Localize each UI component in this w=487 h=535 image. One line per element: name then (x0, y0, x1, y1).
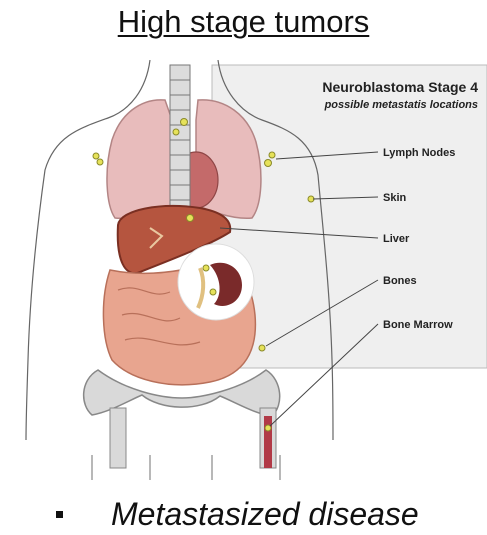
left-femur (110, 408, 126, 468)
slide-title: High stage tumors (0, 4, 487, 40)
bullet-point: Metastasized disease (56, 494, 419, 534)
label-bone-marrow: Bone Marrow (383, 319, 453, 331)
label-skin: Skin (383, 192, 407, 204)
bone-marrow-highlight (264, 416, 272, 468)
label-bones: Bones (383, 275, 417, 287)
kidney-callout (178, 244, 254, 320)
left-lung (107, 100, 172, 218)
legend-subheading: possible metastatis locations (324, 99, 478, 111)
square-bullet-icon (56, 511, 63, 518)
legend-heading: Neuroblastoma Stage 4 (322, 79, 478, 95)
neuroblastoma-diagram: Neuroblastoma Stage 4 possible metastati… (0, 60, 487, 480)
bullet-text: Metastasized disease (111, 496, 419, 533)
label-lymph-nodes: Lymph Nodes (383, 147, 455, 159)
label-liver: Liver (383, 233, 410, 245)
